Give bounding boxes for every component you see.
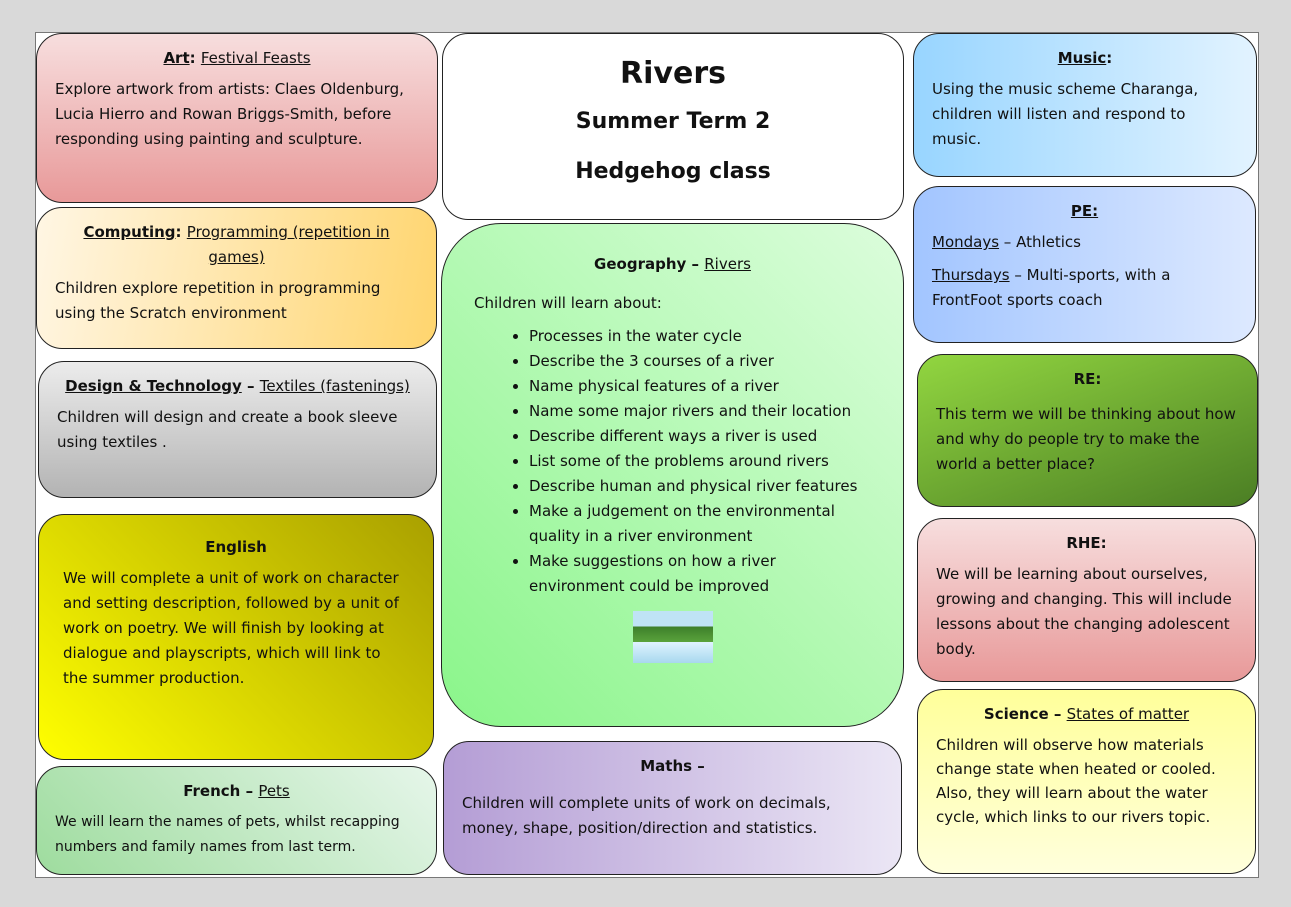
art-topic: Festival Feasts: [200, 49, 311, 67]
science-topic: States of matter: [1066, 705, 1190, 723]
rhe-box: RHE: We will be learning about ourselves…: [917, 518, 1256, 682]
science-subject: Science: [983, 705, 1049, 723]
computing-subject: Computing: [83, 223, 176, 241]
maths-box: Maths – Children will complete units of …: [443, 741, 902, 875]
french-text: We will learn the names of pets, whilst …: [55, 814, 400, 855]
art-text: Explore artwork from artists: Claes Olde…: [55, 80, 404, 148]
computing-box: Computing: Programming (repetition in ga…: [36, 207, 437, 349]
list-item: Describe the 3 courses of a river: [529, 349, 871, 374]
dt-topic: Textiles (fastenings): [259, 377, 410, 395]
music-subject: Music: [1057, 49, 1107, 67]
geography-subject: Geography: [594, 255, 687, 273]
rhe-subject: RHE:: [1066, 534, 1107, 552]
pe-subject: PE:: [1070, 202, 1099, 220]
french-topic: Pets: [258, 782, 290, 800]
list-item: List some of the problems around rivers: [529, 449, 871, 474]
list-item: Describe different ways a river is used: [529, 424, 871, 449]
dt-subject: Design & Technology: [65, 377, 242, 395]
french-subject: French: [183, 782, 241, 800]
geography-list: Processes in the water cycle Describe th…: [474, 324, 871, 599]
list-item: Name some major rivers and their locatio…: [529, 399, 871, 424]
geography-topic: Rivers: [704, 255, 751, 273]
re-box: RE: This term we will be thinking about …: [917, 354, 1258, 507]
computing-topic: Programming (repetition in games): [186, 223, 390, 266]
pe-day-1: Mondays: [932, 233, 1000, 251]
list-item: Processes in the water cycle: [529, 324, 871, 349]
list-item: Name physical features of a river: [529, 374, 871, 399]
geography-box: Geography – Rivers Children will learn a…: [441, 223, 904, 727]
term-title: Summer Term 2: [575, 109, 771, 134]
list-item: Describe human and physical river featur…: [529, 474, 871, 499]
list-item: Make a judgement on the environmental qu…: [529, 499, 871, 549]
art-box: Art: Festival Feasts Explore artwork fro…: [36, 33, 438, 203]
re-text: This term we will be thinking about how …: [936, 405, 1236, 473]
music-box: Music: Using the music scheme Charanga, …: [913, 33, 1257, 177]
rhe-text: We will be learning about ourselves, gro…: [936, 565, 1232, 658]
french-sep: –: [240, 782, 259, 800]
page-title: Rivers: [620, 56, 726, 91]
river-image: [632, 611, 713, 663]
maths-subject: Maths –: [640, 757, 705, 775]
list-item: Make suggestions on how a river environm…: [529, 549, 871, 599]
french-box: French – Pets We will learn the names of…: [36, 766, 437, 875]
pe-activity-2: – Multi-sports, with a FrontFoot sports …: [932, 266, 1171, 309]
art-subject: Art: [163, 49, 190, 67]
dt-sep: –: [241, 377, 260, 395]
pe-activity-1: – Athletics: [999, 233, 1081, 251]
geography-sep: –: [686, 255, 705, 273]
title-box: Rivers Summer Term 2 Hedgehog class: [442, 33, 904, 220]
english-box: English We will complete a unit of work …: [38, 514, 434, 760]
science-sep: –: [1048, 705, 1067, 723]
science-text: Children will observe how materials chan…: [936, 736, 1216, 826]
dt-box: Design & Technology – Textiles (fastenin…: [38, 361, 437, 498]
re-subject: RE:: [1073, 370, 1102, 388]
geography-intro: Children will learn about:: [474, 294, 662, 312]
science-box: Science – States of matter Children will…: [917, 689, 1256, 874]
dt-text: Children will design and create a book s…: [57, 408, 398, 451]
maths-text: Children will complete units of work on …: [462, 794, 831, 837]
pe-day-2: Thursdays: [932, 266, 1010, 284]
music-text: Using the music scheme Charanga, childre…: [932, 80, 1199, 148]
english-text: We will complete a unit of work on chara…: [63, 569, 399, 687]
class-title: Hedgehog class: [575, 159, 771, 184]
music-colon: :: [1106, 49, 1113, 67]
computing-text: Children explore repetition in programmi…: [55, 279, 381, 322]
english-subject: English: [205, 538, 267, 556]
pe-box: PE: Mondays – Athletics Thursdays – Mult…: [913, 186, 1256, 343]
